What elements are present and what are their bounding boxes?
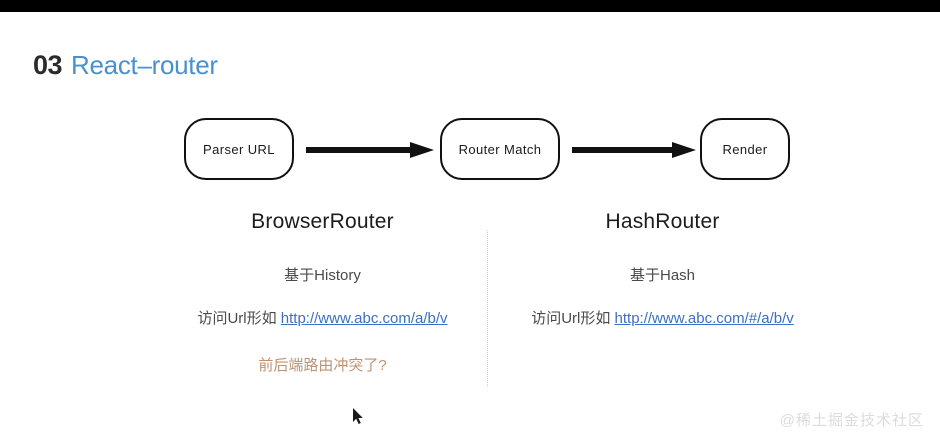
column-divider	[487, 230, 488, 387]
arrow-right-icon	[306, 142, 434, 158]
column-subtitle: 基于Hash	[629, 267, 696, 284]
flow-node-label: Render	[722, 141, 768, 157]
page-title: 03 React–router	[33, 50, 218, 81]
column-url-prefix: 访问Url形如	[531, 310, 615, 327]
flow-node-label: Router Match	[458, 141, 542, 157]
column-url-link[interactable]: http://www.abc.com/#/a/b/v	[614, 310, 794, 327]
flow-diagram: Parser URL Router Match Render	[0, 112, 940, 190]
title-number: 03	[33, 50, 63, 80]
title-text: React–router	[71, 50, 218, 80]
column-heading: HashRouter	[605, 210, 720, 233]
column-url-link[interactable]: http://www.abc.com/a/b/v	[280, 310, 448, 327]
mouse-pointer-icon	[353, 408, 365, 426]
arrow-right-icon	[572, 142, 696, 158]
column-browser-router: BrowserRouter 基于History 访问Url形如 http://w…	[170, 210, 475, 375]
letterbox-top-bar	[0, 0, 940, 12]
watermark: @稀土掘金技术社区	[779, 412, 924, 429]
column-subtitle: 基于History	[284, 267, 361, 284]
column-url-prefix: 访问Url形如	[197, 310, 281, 327]
column-heading: BrowserRouter	[251, 210, 394, 233]
flow-node-label: Parser URL	[203, 141, 275, 157]
column-url-line: 访问Url形如 http://www.abc.com/#/a/b/v	[510, 307, 815, 328]
column-hash-router: HashRouter 基于Hash 访问Url形如 http://www.abc…	[510, 210, 815, 354]
flow-node-parser-url: Parser URL	[184, 118, 294, 180]
column-url-line: 访问Url形如 http://www.abc.com/a/b/v	[170, 307, 475, 328]
flow-node-router-match: Router Match	[440, 118, 560, 180]
flow-node-render: Render	[700, 118, 790, 180]
column-note: 前后端路由冲突了?	[258, 357, 387, 374]
